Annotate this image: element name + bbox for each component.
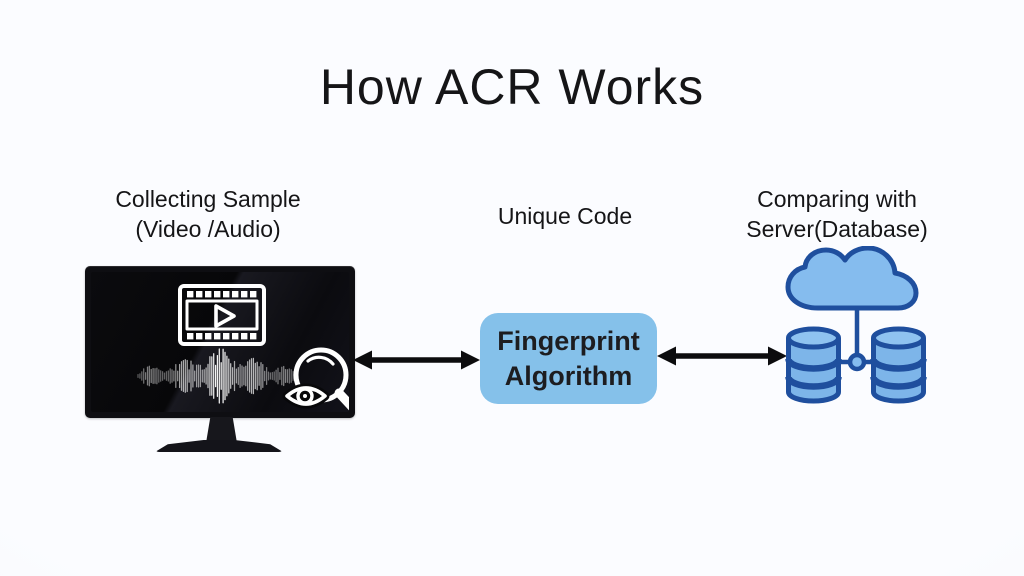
monitor-stand-base <box>155 440 283 452</box>
monitor-screen <box>91 272 349 412</box>
label-line: (Video /Audio) <box>135 216 281 242</box>
label-collecting-sample: Collecting Sample (Video /Audio) <box>58 184 358 244</box>
process-box-line: Algorithm <box>504 360 633 391</box>
server-cluster <box>785 246 927 404</box>
process-box-line: Fingerprint <box>497 325 640 356</box>
film-play-icon <box>178 284 266 346</box>
label-line: Unique Code <box>497 203 633 229</box>
label-unique-code: Unique Code <box>440 201 690 231</box>
label-line: Comparing with <box>757 186 917 212</box>
double-headed-arrow-icon <box>657 346 787 366</box>
monitor-stand-neck <box>206 417 237 443</box>
connector-node <box>847 352 867 372</box>
label-line: Collecting Sample <box>115 186 301 212</box>
monitor-icon <box>85 266 355 418</box>
database-icon-left <box>785 326 842 404</box>
database-icon-right <box>870 326 927 404</box>
fingerprint-algorithm-box: Fingerprint Algorithm <box>480 313 657 404</box>
label-line: Server(Database) <box>746 216 928 242</box>
page-title: How ACR Works <box>319 59 705 115</box>
label-comparing-server: Comparing with Server(Database) <box>687 184 987 244</box>
eye-magnifier-icon <box>282 347 349 411</box>
cloud-icon <box>785 246 919 311</box>
audio-waveform-icon <box>137 348 296 404</box>
double-headed-arrow-icon <box>353 350 480 370</box>
